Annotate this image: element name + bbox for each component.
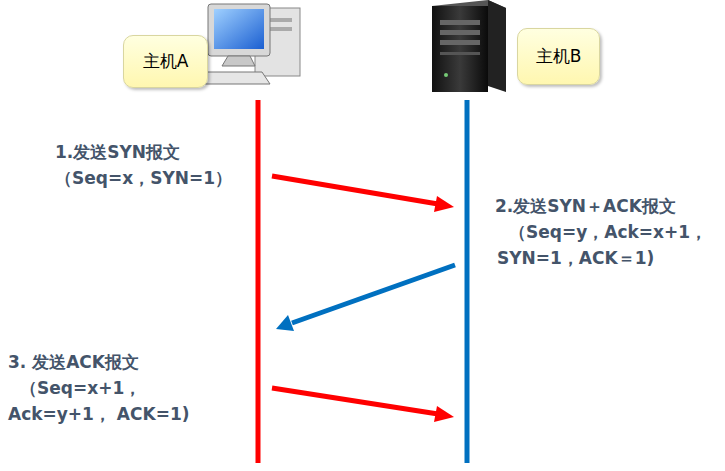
host-name: 主机B (536, 45, 582, 68)
server-icon (432, 0, 506, 92)
message-label: （Seq=y，Ack=x+1， SYN=1，ACK＝1) (497, 219, 712, 271)
message-arrow (276, 265, 455, 331)
message-arrow (272, 176, 454, 212)
computer-icon (198, 4, 300, 84)
lifeline-a (256, 100, 261, 463)
message-label: （Seq=x，SYN=1） (55, 165, 255, 191)
message-label: 2.发送SYN＋ACK报文 (495, 193, 720, 219)
message-label: 3. 发送ACK报文 (8, 349, 248, 375)
message-label: （Seq=x+1，Ack=y+1， ACK=1) (8, 375, 243, 427)
message-arrow (272, 388, 454, 422)
host-name: 主机A (143, 50, 189, 73)
lifeline-b (465, 100, 470, 463)
host-label-box: 主机A (123, 35, 208, 88)
message-label: 1.发送SYN报文 (55, 139, 255, 165)
host-label-box: 主机B (517, 28, 600, 85)
